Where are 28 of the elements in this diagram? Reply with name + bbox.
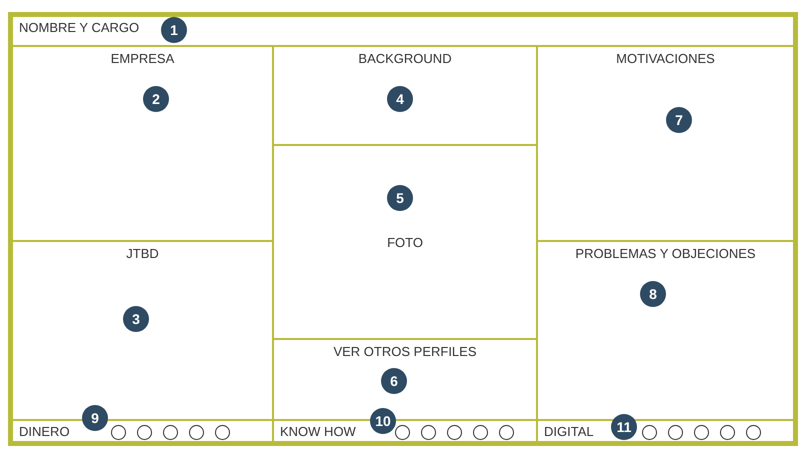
callout-number: 9 <box>82 405 108 431</box>
callout-number: 11 <box>611 414 637 440</box>
section-heading: KNOW HOW <box>280 424 356 439</box>
section-heading: MOTIVACIONES <box>615 51 716 66</box>
canvas-section <box>537 46 794 241</box>
callout-number: 8 <box>640 281 666 307</box>
callout-number: 6 <box>381 368 407 394</box>
section-heading: PROBLEMAS Y OBJECIONES <box>574 246 757 261</box>
section-heading: NOMBRE Y CARGO <box>19 20 140 35</box>
section-heading: BACKGROUND <box>357 51 453 66</box>
canvas-section <box>537 241 794 420</box>
callout-number: 3 <box>123 306 149 332</box>
canvas-section <box>273 145 537 339</box>
callout-number: 10 <box>370 408 396 434</box>
callout-number: 2 <box>143 86 169 112</box>
section-heading: DINERO <box>19 424 70 439</box>
section-heading: VER OTROS PERFILES <box>332 344 478 359</box>
section-heading: JTBD <box>125 246 160 261</box>
section-heading: FOTO <box>386 235 424 250</box>
section-heading: DIGITAL <box>544 424 594 439</box>
canvas-section <box>273 46 537 145</box>
section-heading: EMPRESA <box>110 51 176 66</box>
callout-number: 4 <box>387 86 413 112</box>
canvas-section <box>12 16 794 46</box>
canvas-section <box>12 46 273 241</box>
callout-number: 7 <box>666 107 692 133</box>
callout-number: 1 <box>161 17 187 43</box>
callout-number: 5 <box>387 185 413 211</box>
